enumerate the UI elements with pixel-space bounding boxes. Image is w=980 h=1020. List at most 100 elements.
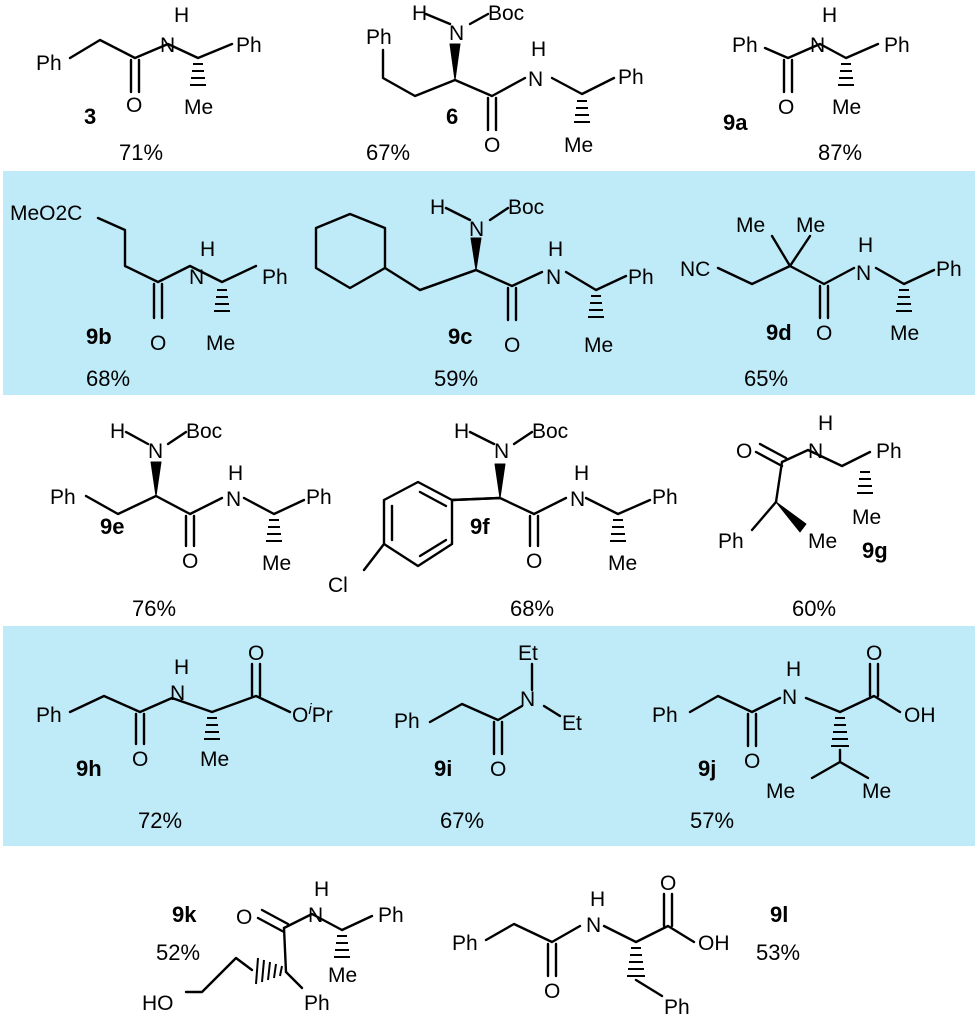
nh-hydrogen-label: H bbox=[574, 462, 589, 485]
nh-hydrogen-label: H bbox=[200, 238, 215, 261]
phenyl-label: Ph bbox=[618, 66, 644, 89]
nh-hydrogen-label: H bbox=[430, 196, 445, 219]
yield-9a: 87% bbox=[818, 140, 862, 165]
compound-9j-structure: Ph H N O O OH Me Me 9j 57% bbox=[652, 642, 936, 833]
yield-9l: 53% bbox=[756, 940, 800, 965]
boc-label: Boc bbox=[532, 420, 568, 443]
nh-hydrogen-label: H bbox=[110, 420, 125, 443]
phenyl-label: Ph bbox=[366, 26, 392, 49]
compound-id-9j: 9j bbox=[698, 756, 716, 781]
amide-nitrogen-label: N bbox=[226, 488, 241, 511]
nh-hydrogen-label: H bbox=[531, 38, 546, 61]
amide-nitrogen-label: N bbox=[586, 914, 601, 937]
ester-oxygen: O bbox=[292, 704, 308, 727]
methyl-label: Me bbox=[328, 964, 357, 987]
phenyl-label: Ph bbox=[936, 258, 962, 281]
compound-id-6: 6 bbox=[446, 104, 458, 129]
amide-nitrogen-label: N bbox=[170, 682, 185, 705]
nh-hydrogen-label: H bbox=[818, 412, 833, 435]
nh-hydrogen-label: H bbox=[228, 462, 243, 485]
carbonyl-oxygen-label: O bbox=[132, 748, 148, 771]
phenyl-label: Ph bbox=[236, 34, 262, 57]
compound-9a-structure: Ph H N O Ph Me 9a 87% bbox=[723, 4, 910, 165]
compound-6-structure: Ph H N Boc H N O Ph Me 6 67% bbox=[366, 2, 644, 165]
highlight-band-row-2 bbox=[3, 171, 975, 395]
compound-id-9k: 9k bbox=[172, 902, 197, 927]
methyl-ester-meo: MeO2C bbox=[10, 202, 82, 225]
carbonyl-oxygen-label: O bbox=[816, 322, 832, 345]
phenyl-label: Ph bbox=[732, 34, 758, 57]
acid-carbonyl-oxygen-label: O bbox=[660, 872, 676, 895]
phenyl-label: Ph bbox=[394, 710, 420, 733]
propyl-label: Pr bbox=[312, 704, 333, 727]
amide-nitrogen-label: N bbox=[520, 688, 535, 711]
compound-3-structure: Ph H N O Ph Me 3 71% bbox=[36, 4, 262, 165]
yield-9i: 67% bbox=[440, 808, 484, 833]
iso-prefix: i bbox=[308, 701, 312, 718]
nh-hydrogen-label: H bbox=[412, 2, 427, 25]
phenyl-label: Ph bbox=[36, 704, 62, 727]
methyl-label: Me bbox=[608, 552, 637, 575]
carbonyl-oxygen-label: O bbox=[744, 750, 760, 773]
compound-9f-structure: H N Boc Cl H N O Ph Me 9f 68% bbox=[328, 420, 678, 621]
methyl-label: Me bbox=[766, 780, 795, 803]
carbonyl-oxygen-label: O bbox=[526, 550, 542, 573]
ethyl-label: Et bbox=[562, 712, 582, 735]
yield-9h: 72% bbox=[138, 808, 182, 833]
compound-id-9e: 9e bbox=[100, 514, 124, 539]
carbonyl-oxygen-label: O bbox=[778, 96, 794, 119]
carbonyl-oxygen-label: O bbox=[484, 134, 500, 157]
compound-id-9i: 9i bbox=[434, 756, 452, 781]
phenyl-label: Ph bbox=[306, 486, 332, 509]
nh-hydrogen-label: H bbox=[314, 878, 329, 901]
methyl-label: Me bbox=[584, 334, 613, 357]
methyl-label: Me bbox=[808, 530, 837, 553]
compound-id-3: 3 bbox=[84, 104, 96, 129]
yield-6: 67% bbox=[366, 140, 410, 165]
amide-nitrogen-label: N bbox=[308, 904, 323, 927]
phenyl-label: Ph bbox=[664, 996, 690, 1019]
phenyl-label: Ph bbox=[718, 530, 744, 553]
nh-hydrogen-label: H bbox=[174, 4, 189, 27]
yield-9k: 52% bbox=[156, 940, 200, 965]
methyl-label: Me bbox=[564, 134, 593, 157]
nh-hydrogen-label: H bbox=[548, 238, 563, 261]
methyl-label: Me bbox=[736, 214, 765, 237]
carbonyl-oxygen-label: O bbox=[182, 550, 198, 573]
nh-hydrogen-label: H bbox=[454, 420, 469, 443]
methyl-label: Me bbox=[852, 506, 881, 529]
hydroxyl-label: OH bbox=[904, 704, 936, 727]
compound-9l-structure: Ph H N O O OH Ph 9l 53% bbox=[452, 872, 800, 1019]
phenyl-label: Ph bbox=[378, 904, 404, 927]
methyl-ester-label: MeO2C bbox=[10, 202, 82, 225]
amide-nitrogen-label: N bbox=[810, 34, 825, 57]
phenyl-label: Ph bbox=[50, 486, 76, 509]
carbonyl-oxygen-label: O bbox=[504, 334, 520, 357]
yield-9j: 57% bbox=[690, 808, 734, 833]
methyl-label: Me bbox=[796, 214, 825, 237]
nh-hydrogen-label: H bbox=[786, 658, 801, 681]
compound-id-9a: 9a bbox=[723, 110, 748, 135]
carbonyl-oxygen-label: O bbox=[126, 94, 142, 117]
compound-9k-structure: O H N Ph Me Ph HO 9k 52% bbox=[142, 878, 404, 1015]
phenyl-label: Ph bbox=[884, 34, 910, 57]
boc-label: Boc bbox=[488, 2, 524, 25]
phenyl-label: Ph bbox=[876, 440, 902, 463]
carbonyl-oxygen-label: O bbox=[736, 440, 752, 463]
carbonyl-oxygen-label: O bbox=[236, 906, 252, 929]
compound-id-9g: 9g bbox=[862, 538, 888, 563]
boc-nitrogen-label: N bbox=[148, 440, 163, 463]
methyl-label: Me bbox=[184, 96, 213, 119]
yield-9d: 65% bbox=[744, 366, 788, 391]
amide-nitrogen-label: N bbox=[856, 262, 871, 285]
boc-nitrogen-label: N bbox=[469, 218, 484, 241]
ester-carbonyl-oxygen-label: O bbox=[248, 642, 264, 665]
methyl-label: Me bbox=[890, 322, 919, 345]
carbonyl-oxygen-label: O bbox=[150, 332, 166, 355]
boc-nitrogen-label: N bbox=[449, 22, 464, 45]
methyl-label: Me bbox=[862, 780, 891, 803]
nh-hydrogen-label: H bbox=[858, 234, 873, 257]
phenyl-label: Ph bbox=[262, 266, 288, 289]
amide-nitrogen-label: N bbox=[570, 488, 585, 511]
